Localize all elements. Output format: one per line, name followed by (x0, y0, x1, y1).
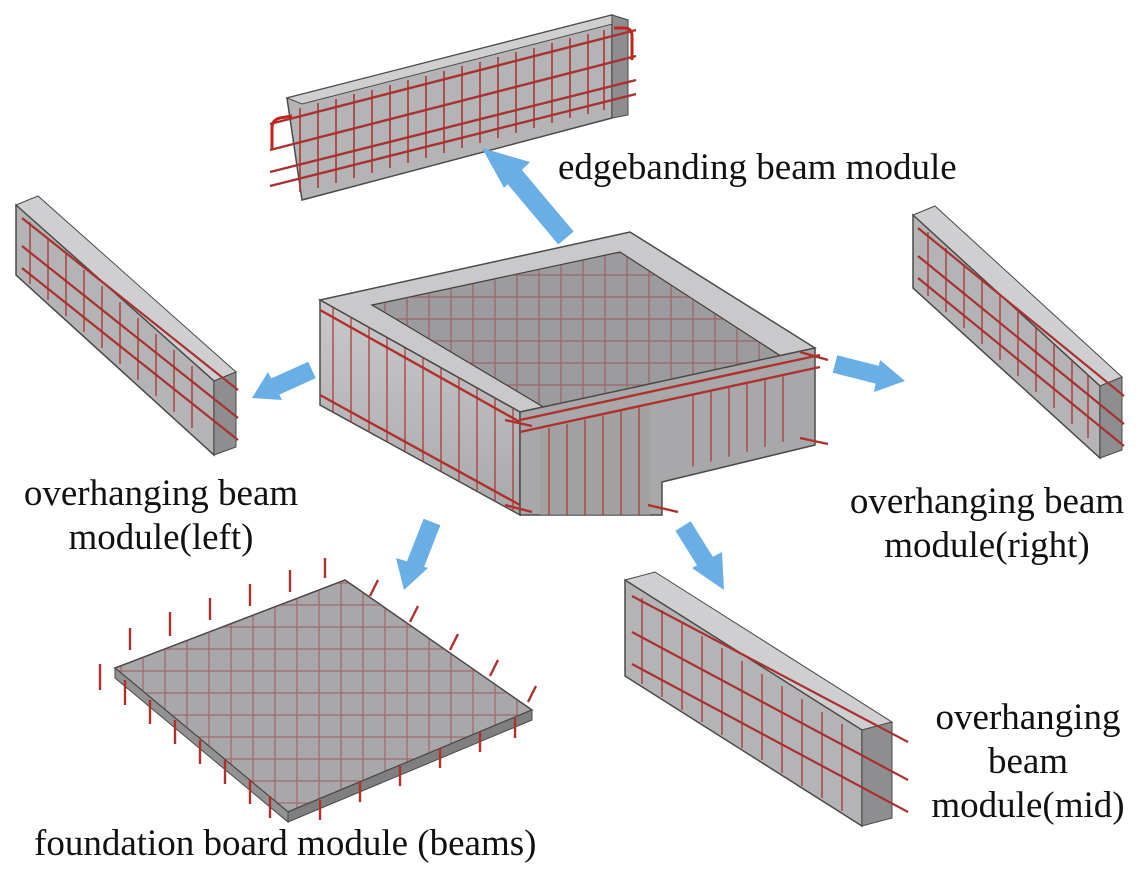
label-mid-line1: overhanging (935, 697, 1121, 738)
label-left-line2: module(left) (68, 517, 254, 558)
overhanging-beam-module-right (912, 205, 1125, 460)
arrow-left-icon (252, 361, 316, 400)
overhanging-beam-module-mid (623, 571, 909, 828)
arrow-up-left-icon (482, 148, 574, 245)
label-right-line2: module(right) (884, 525, 1090, 566)
assembled-structure (317, 231, 829, 517)
label-left-line1: overhanging beam (23, 473, 299, 514)
arrow-down-left-icon (396, 518, 441, 590)
label-right-line1: overhanging beam (849, 481, 1125, 522)
overhanging-beam-mid-label: overhanging beam module(mid) (918, 696, 1138, 828)
edgebanding-beam-module (269, 14, 637, 201)
overhanging-beam-right-label: overhanging beam module(right) (834, 480, 1140, 568)
edgebanding-beam-label: edgebanding beam module (558, 147, 957, 188)
arrow-down-right-icon (675, 521, 724, 590)
label-mid-line2: beam (987, 741, 1069, 782)
overhanging-beam-module-left (15, 195, 239, 457)
overhanging-beam-left-label: overhanging beam module(left) (8, 472, 314, 560)
foundation-board-module (98, 558, 538, 824)
foundation-board-label: foundation board module (beams) (34, 823, 537, 864)
arrow-right-icon (832, 355, 905, 392)
label-mid-line3: module(mid) (931, 785, 1125, 826)
